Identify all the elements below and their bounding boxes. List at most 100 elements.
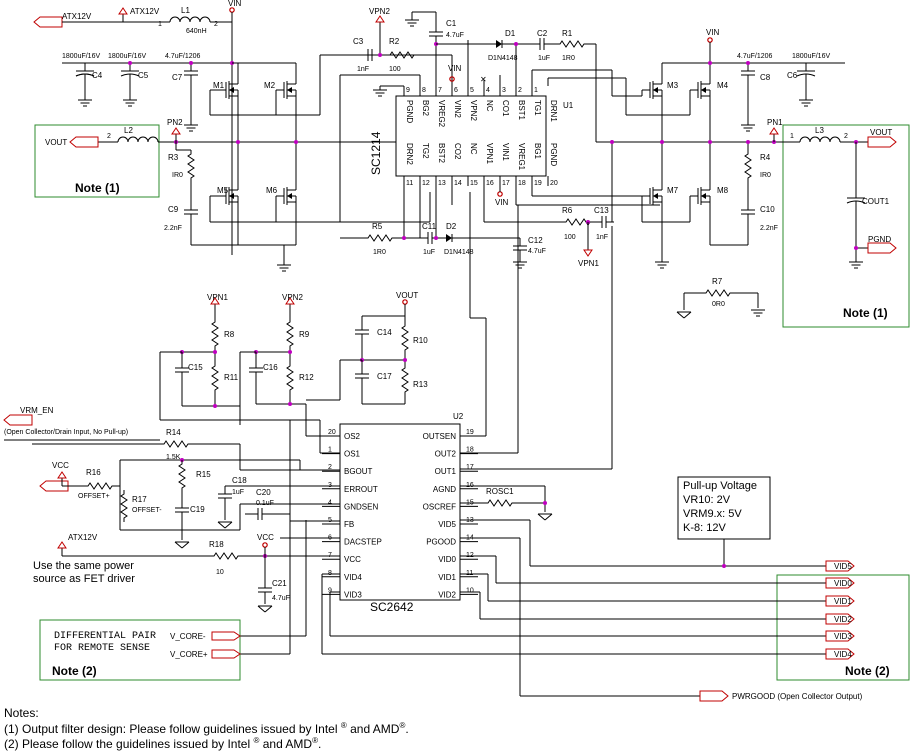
u1-pin-vreg2: VREG2: [437, 100, 446, 128]
note1-left-label: Note (1): [75, 181, 120, 195]
c6-capacitor: 1800uF/16V C6: [787, 53, 830, 84]
c6-ref: C6: [787, 71, 798, 80]
u1-pin-pgnd: PGND: [405, 100, 414, 123]
u1-pin-tg2: TG2: [421, 143, 430, 159]
r14-resistor: R14 1.5K: [159, 428, 193, 461]
u2-pin-num-16: 16: [466, 482, 474, 489]
r16-ref: R16: [86, 468, 101, 477]
c8-capacitor: 4.7uF/1206 C8: [737, 53, 773, 84]
u2-pin-num-19: 19: [466, 429, 474, 436]
l3-ref: L3: [815, 126, 824, 135]
c9-ref: C9: [168, 205, 179, 214]
svg-text:1: 1: [790, 133, 794, 140]
pwrgood-port: PWRGOOD (Open Collector Output): [732, 692, 863, 701]
c12-value: 4.7uF: [528, 248, 546, 255]
c14-ref: C14: [377, 328, 392, 337]
u1-pin-num-3: 3: [502, 87, 506, 94]
m7-ref: M7: [667, 186, 679, 195]
u1-pin-num-1: 1: [534, 87, 538, 94]
r7-resistor: R7 0R0: [676, 277, 766, 319]
r18-value: 10: [216, 569, 224, 576]
c8-value: 4.7uF/1206: [737, 53, 773, 60]
vid3-port: VID3: [834, 632, 852, 641]
r15-resistor: R15: [178, 459, 211, 493]
r5-resistor: R5 1R0: [363, 222, 397, 256]
r17-resistor: R17: [120, 489, 147, 523]
r18-resistor: R18 10: [209, 540, 243, 576]
r5-value: 1R0: [373, 249, 386, 256]
l2-ref: L2: [124, 126, 133, 135]
c4-value: 1800uF/16V: [62, 53, 100, 60]
u1-pin-drn2: DRN2: [405, 143, 414, 165]
svg-text:1: 1: [158, 21, 162, 28]
u2-pin-oscref: OSCREF: [423, 502, 456, 511]
svg-text:2: 2: [107, 133, 111, 140]
diff-pair-line1: DIFFERENTIAL PAIR: [54, 631, 156, 642]
c3-capacitor: C3 1nF: [353, 37, 381, 73]
pullup-title: Pull-up Voltage: [683, 480, 757, 492]
note2-right-label: Note (2): [845, 664, 890, 678]
vcore-minus-label: V_CORE-: [170, 632, 206, 641]
u1-pin-num-7: 7: [438, 87, 442, 94]
u2-pin-vid5: VID5: [438, 520, 456, 529]
m5-ref: M5: [217, 186, 229, 195]
u1-pin-num-13: 13: [438, 180, 446, 187]
u1-pin-nc: NC: [485, 100, 494, 112]
r7-ref: R7: [712, 277, 723, 286]
c9-capacitor: C9 2.2nF: [164, 201, 199, 232]
c2-capacitor: C2 1uF: [531, 29, 553, 62]
vout-right: VOUT: [870, 128, 892, 137]
u1-pin-vin1: VIN1: [501, 143, 510, 161]
svg-text:2: 2: [844, 133, 848, 140]
r4-ref: R4: [760, 153, 771, 162]
u1-pin-num-20: 20: [550, 180, 558, 187]
vpn1-flag-fb: VPN1: [207, 293, 228, 302]
fet-driver-note-line2: source as FET driver: [33, 573, 135, 585]
cout1-ref: COUT1: [862, 197, 890, 206]
r3-ref: R3: [168, 153, 179, 162]
c18-value: 1uF: [232, 489, 244, 496]
atx12v-flag-u2: ATX12V: [68, 533, 98, 542]
u1-pin-tg1: TG1: [533, 100, 542, 116]
u1-pin-nc: NC: [469, 143, 478, 155]
pullup-k8: K-8: 12V: [683, 522, 726, 534]
u1-ref: U1: [563, 101, 574, 110]
m6-ref: M6: [266, 186, 278, 195]
u1-pin-co1: CO1: [501, 100, 510, 117]
u2-ref: U2: [453, 412, 464, 421]
u2-pin-num-10: 10: [466, 587, 474, 594]
r4-value: IR0: [760, 172, 771, 179]
vid1-port: VID1: [834, 597, 852, 606]
c2-value: 1uF: [538, 55, 550, 62]
d1-value: D1N4148: [488, 55, 518, 62]
rosc1-resistor: ROSC1: [483, 487, 517, 507]
d2-ref: D2: [446, 222, 457, 231]
vin-flag-right: VIN: [706, 28, 720, 37]
u2-pin-num-17: 17: [466, 464, 474, 471]
u2-pin-num-20: 20: [328, 429, 336, 436]
r2-value: 100: [389, 66, 401, 73]
m8-ref: M8: [717, 186, 729, 195]
c8-ref: C8: [760, 73, 771, 82]
c13-ref: C13: [594, 206, 609, 215]
u2-pin-num-2: 2: [328, 464, 332, 471]
u2-pin-vid0: VID0: [438, 555, 456, 564]
r1-value: 1R0: [562, 55, 575, 62]
u2-pin-vid3: VID3: [344, 590, 362, 599]
u1-pin-vpn2: VPN2: [469, 100, 478, 121]
m1-ref: M1: [213, 81, 225, 90]
l1-value: 640nH: [186, 28, 207, 35]
fet-driver-note-line1: Use the same power: [33, 560, 134, 572]
c20-value: 0.1uF: [256, 500, 274, 507]
c10-ref: C10: [760, 205, 775, 214]
u1-pin-num-4: 4: [486, 87, 490, 94]
r2-resistor: R2 100: [385, 37, 419, 73]
l3-inductor: L3: [799, 126, 841, 143]
diff-pair-line2: FOR REMOTE SENSE: [54, 643, 150, 654]
u1-pin-num-12: 12: [422, 180, 430, 187]
r17-ref: R17: [132, 495, 147, 504]
l2-inductor: L2: [117, 126, 159, 143]
u1-pin-bst1: BST1: [517, 100, 526, 121]
r6-ref: R6: [562, 206, 573, 215]
